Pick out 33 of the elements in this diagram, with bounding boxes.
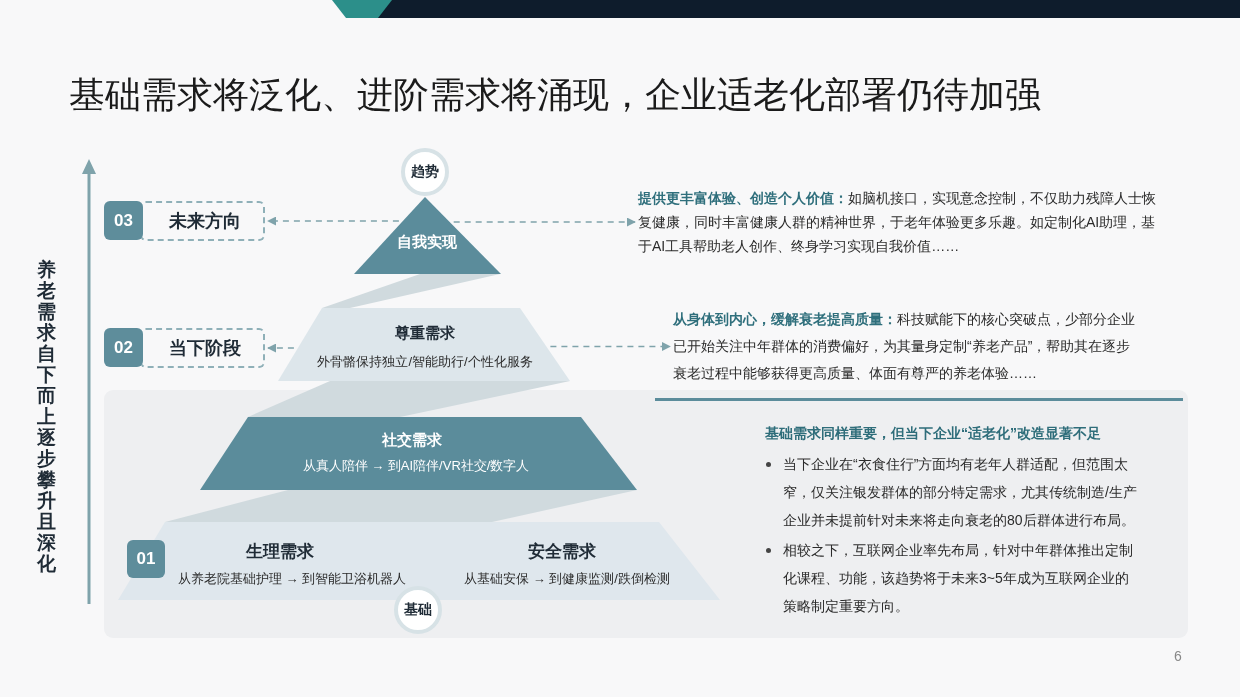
dashed-arrow <box>267 343 295 353</box>
step-number-badge: 03 <box>104 201 143 240</box>
bullet-text: 相较之下，互联网企业率先布局，针对中年群体推出定制化课程、功能，该趋势将于未来3~5年成为互联网企业的策略制定重要方向。 <box>783 541 1134 616</box>
pyramid-tier <box>278 308 570 381</box>
content-panel <box>104 390 1188 638</box>
level-circle: 基础 <box>394 586 442 634</box>
stage-label-box: 未来方向 <box>140 201 265 241</box>
pyramid-apex <box>354 197 501 274</box>
slide-title: 基础需求将泛化、进阶需求将涌现，企业适老化部署仍待加强 <box>69 73 1041 117</box>
description-text: 提供更丰富体验、创造个人价值：如脑机接口，实现意念控制，不仅助力残障人士恢复健康，同时丰富健康人群的精神世界，于老年体验更多乐趣。如定制化AI助理，基于AI工具帮助老人创作、终身学习实现自我价值…… <box>638 186 1158 258</box>
step-number-badge: 01 <box>127 540 165 578</box>
description-text: 从身体到内心，缓解衰老提高质量：科技赋能下的核心突破点，少部分企业已开始关注中年群体的消费偏好，为其量身定制“养老产品”，帮助其在逐步衰老过程中能够获得更高质量、体面有尊严的养老体验…… <box>673 306 1138 387</box>
step-number-badge: 02 <box>104 328 143 367</box>
tier-description: 从真人陪伴 → 到AI陪伴/VR社交/数字人 <box>302 457 530 475</box>
tier-title: 尊重需求 <box>395 323 455 343</box>
dashed-arrow <box>549 342 671 351</box>
tier-description: 从养老院基础护理 → 到智能卫浴机器人 <box>177 570 407 588</box>
dashed-arrow <box>267 216 400 226</box>
tier-title: 自我实现 <box>397 232 457 252</box>
tier-title: 生理需求 <box>246 541 314 563</box>
level-circle: 趋势 <box>401 148 449 196</box>
bullet-text: 当下企业在“衣食住行”方面均有老年人群适配，但范围太窄，仅关注银发群体的部分特定需求，尤其传统制造/生产企业并未提前针对未来将走向衰老的80后群体进行布局。 <box>783 455 1138 530</box>
axis-label: 养老需求自下而上逐步攀升且深化 <box>37 259 57 574</box>
pyramid-tier <box>118 522 720 600</box>
tier-description: 外骨骼保持独立/智能助行/个性化服务 <box>317 353 533 371</box>
stage-label-box: 当下阶段 <box>140 328 265 368</box>
tier-description: 从基础安保 → 到健康监测/跌倒检测 <box>464 570 670 588</box>
page-number: 6 <box>1174 647 1182 665</box>
tier-title: 社交需求 <box>382 430 442 450</box>
dashed-arrow <box>452 217 636 227</box>
pyramid-tier <box>200 417 637 490</box>
panel-heading: 基础需求同样重要，但当下企业“适老化”改造显著不足 <box>765 424 1101 443</box>
tier-title: 安全需求 <box>528 541 596 563</box>
